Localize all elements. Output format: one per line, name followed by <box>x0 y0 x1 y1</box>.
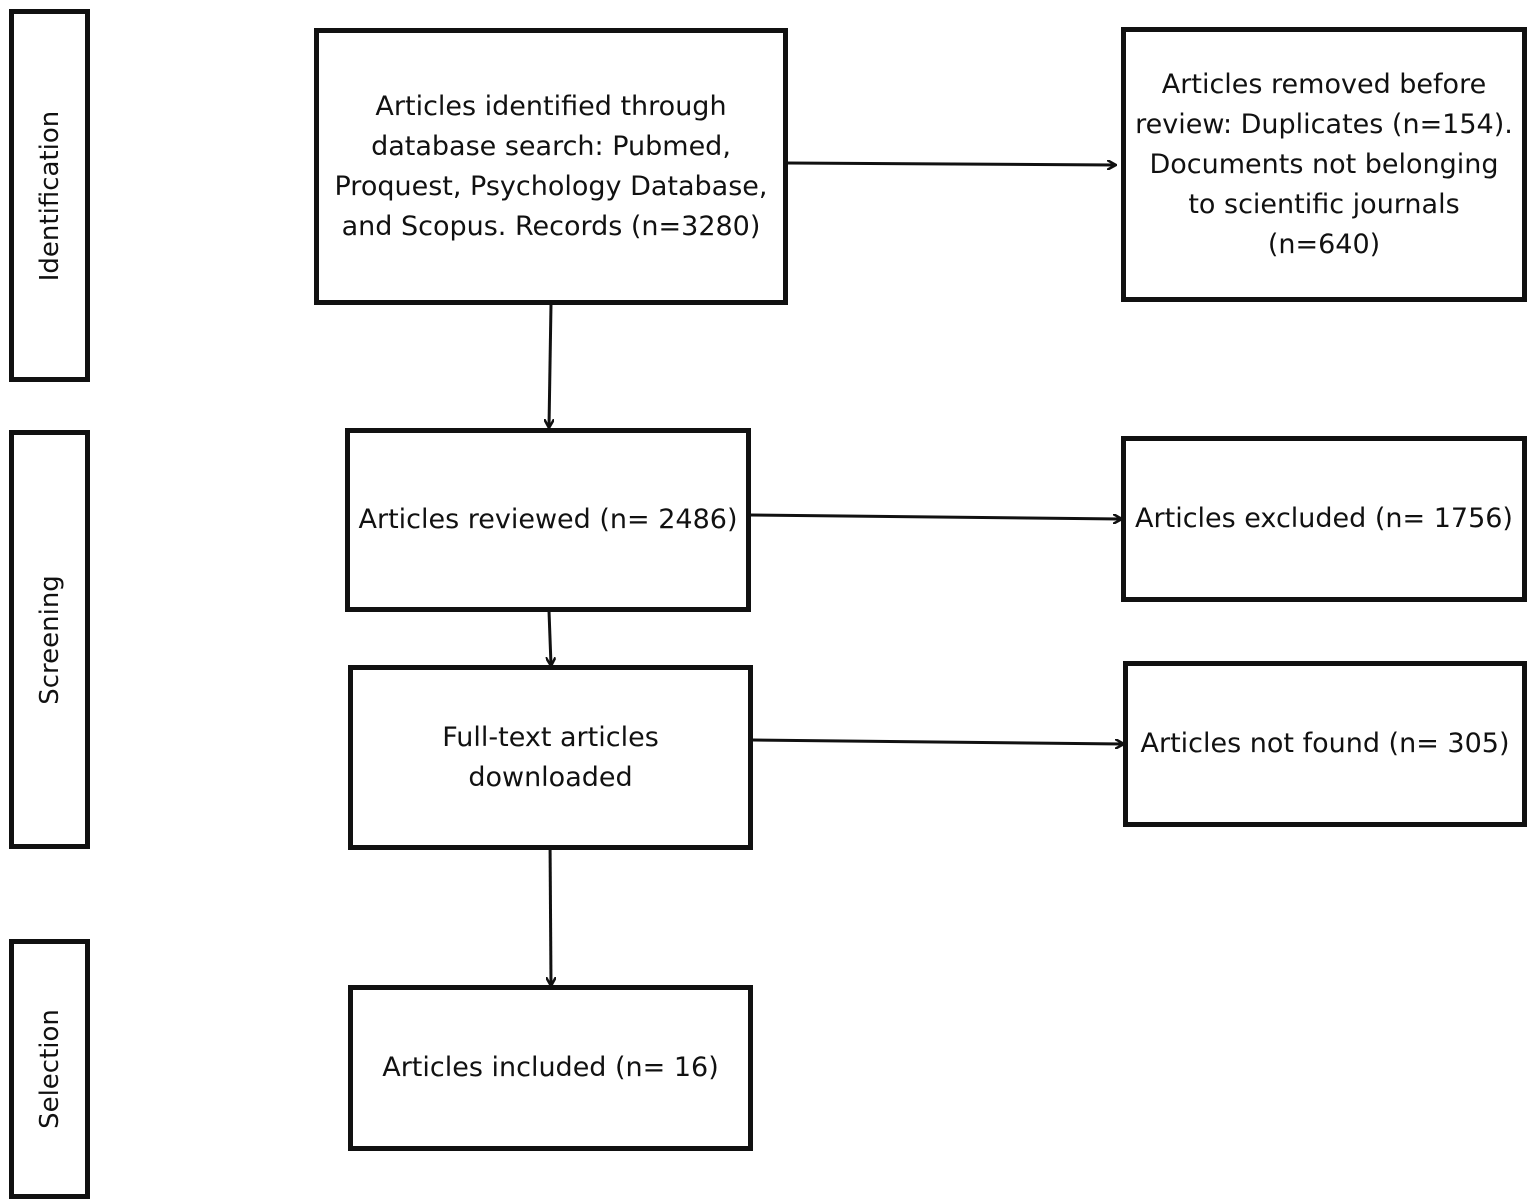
box-not-found: Articles not found (n= 305) <box>1123 661 1527 827</box>
box-removed-text: Articles removed before review: Duplicat… <box>1135 68 1513 260</box>
box-included: Articles included (n= 16) <box>348 985 753 1151</box>
box-not-found-text: Articles not found (n= 305) <box>1140 728 1510 759</box>
stage-selection: Selection <box>9 939 90 1199</box>
arrow-identified-to-reviewed <box>549 303 551 427</box>
box-full-text-text: Full-text articles downloaded <box>442 721 659 793</box>
arrow-reviewed-to-fulltext <box>549 610 551 665</box>
box-identified-text: Articles identified through database sea… <box>334 90 768 242</box>
arrow-fulltext-to-notfound <box>752 738 1123 744</box>
arrow-fulltext-to-included <box>550 836 551 985</box>
box-excluded: Articles excluded (n= 1756) <box>1121 436 1527 602</box>
stage-identification-label: Identification <box>34 110 65 281</box>
stage-identification: Identification <box>9 9 90 382</box>
stage-screening-label: Screening <box>34 574 65 705</box>
box-identified: Articles identified through database sea… <box>314 28 788 305</box>
stage-screening: Screening <box>9 430 90 849</box>
stage-selection-label: Selection <box>34 1009 65 1129</box>
box-included-text: Articles included (n= 16) <box>382 1052 719 1083</box>
box-excluded-text: Articles excluded (n= 1756) <box>1135 503 1513 534</box>
arrow-reviewed-to-excluded <box>749 513 1121 519</box>
box-reviewed-text: Articles reviewed (n= 2486) <box>358 504 738 535</box>
arrow-identified-to-removed <box>786 163 1115 165</box>
box-full-text: Full-text articles downloaded <box>348 665 753 850</box>
box-reviewed: Articles reviewed (n= 2486) <box>345 428 751 612</box>
box-removed: Articles removed before review: Duplicat… <box>1121 27 1527 302</box>
